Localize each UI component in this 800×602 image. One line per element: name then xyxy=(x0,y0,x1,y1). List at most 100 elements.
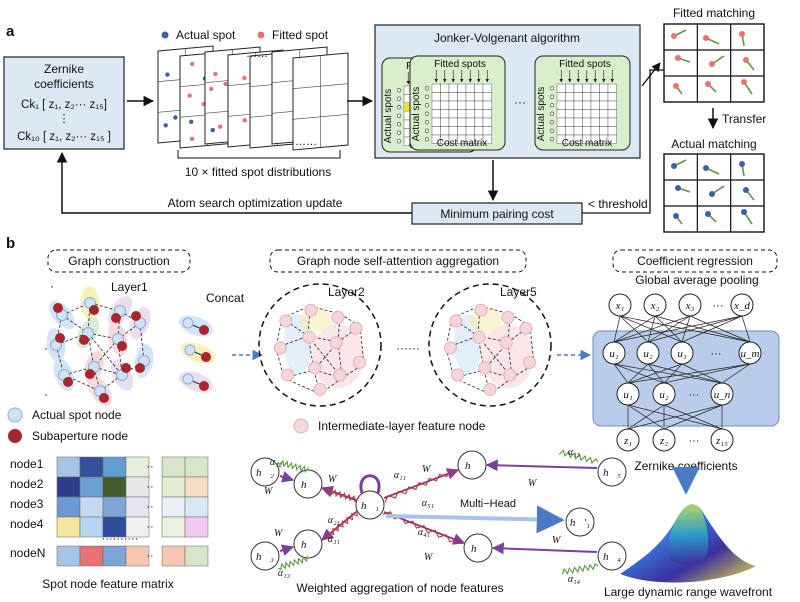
subaperture-node xyxy=(85,369,95,379)
alpha-21: α₂₁ xyxy=(328,515,340,526)
row-node xyxy=(549,103,555,108)
hidden2-node xyxy=(616,382,640,406)
cost-cell xyxy=(599,126,609,136)
transfer-label: Transfer xyxy=(722,112,766,126)
row-node xyxy=(396,113,402,118)
cost-cell xyxy=(482,83,492,93)
actual-spot-node xyxy=(184,344,196,356)
match-spot xyxy=(673,213,679,219)
wavefront-surface xyxy=(620,504,756,583)
zernike-box xyxy=(3,56,125,150)
spot xyxy=(223,81,228,87)
sheet-grid-line xyxy=(292,114,349,120)
match-spot xyxy=(675,55,681,61)
legend-actual-node xyxy=(7,407,23,423)
cost-cell xyxy=(448,92,458,102)
cost-cell xyxy=(590,117,600,127)
cost-cell xyxy=(573,92,583,102)
legend-inter-node xyxy=(293,418,309,434)
matrix-dots: ·· xyxy=(146,501,153,513)
intermediate-node xyxy=(273,341,287,355)
subaperture-node xyxy=(79,335,89,345)
matrix-caption: Spot node feature matrix xyxy=(42,577,173,591)
alpha-12: α₁₂ xyxy=(270,457,283,468)
node4-label: node4 xyxy=(10,517,44,531)
multihead-label: Multi−Head xyxy=(460,498,516,510)
legend-fitted-label: Fitted spot xyxy=(272,28,329,42)
mlp-edge xyxy=(627,404,665,430)
mlp-edge xyxy=(613,315,621,343)
row-node xyxy=(549,111,555,116)
nodeN-label: nodeN xyxy=(10,546,45,560)
zernike-title-1: Zernike xyxy=(44,62,84,76)
matrix-cell xyxy=(79,496,104,518)
cost-cell xyxy=(457,83,467,93)
mlp-edge xyxy=(613,363,665,384)
mlp-edge xyxy=(647,363,723,384)
intermediate-node xyxy=(478,361,492,375)
edge-w-h2 xyxy=(320,485,357,501)
node-h-2 xyxy=(293,469,323,499)
fitted-matching-grid xyxy=(663,23,765,103)
update-label: Atom search optimization update xyxy=(168,196,343,210)
fitted-spots-label: Fitted spots xyxy=(434,59,486,70)
cost-cell xyxy=(556,117,566,127)
mlp-edge xyxy=(627,363,683,384)
cost-cell xyxy=(599,83,609,93)
weight-label: W⃗ xyxy=(424,552,440,563)
row-node xyxy=(424,103,430,108)
cost-cell xyxy=(482,100,492,110)
alpha-15: α₁₅ xyxy=(568,447,581,458)
intermediate-node xyxy=(331,310,345,324)
legend-actual-label: Actual spot xyxy=(176,28,236,42)
row-node xyxy=(424,128,430,133)
cost-cell xyxy=(607,100,617,110)
matrix-vdots: ·········· xyxy=(102,533,139,545)
cost-cell xyxy=(573,109,583,119)
mlp-edge xyxy=(689,315,751,343)
spot-distribution-stack xyxy=(157,45,349,151)
hidden1-node xyxy=(636,341,660,365)
hidden2-node xyxy=(710,382,734,406)
cost-cell xyxy=(440,83,450,93)
layer5-label: Layer5 xyxy=(500,285,537,299)
cost-cell xyxy=(465,83,475,93)
cost-cell xyxy=(607,109,617,119)
subaperture-node xyxy=(53,303,63,313)
concat-pairs xyxy=(178,315,216,393)
jv-ellipsis: ··· xyxy=(514,95,526,109)
spot xyxy=(190,61,195,67)
matrix-cell xyxy=(79,456,104,478)
attention-diagram: h⃗₁h⃗₂h⃗h⃗₃h⃗h⃗h⃗₅h⃗h⃗₄h⃗′₁α₁₂α₂₁α₁₁α₁₅α… xyxy=(250,447,627,585)
row-node xyxy=(396,96,402,101)
mlp-edge xyxy=(627,363,751,384)
cost-cell xyxy=(457,100,467,110)
matrix-dots: ·· xyxy=(146,521,153,533)
weight-label: W⃗ xyxy=(264,486,280,497)
cost-cell xyxy=(599,100,609,110)
input-node-label: x_d xyxy=(733,300,750,312)
cost-cell xyxy=(582,100,592,110)
cost-cell xyxy=(457,92,467,102)
intermediate-node xyxy=(333,368,347,382)
matrix-cell xyxy=(184,516,209,538)
cost-cell xyxy=(556,83,566,93)
cost-cell xyxy=(465,109,475,119)
actual-spot-node xyxy=(182,317,194,329)
cost-cell xyxy=(607,92,617,102)
cost-cell xyxy=(465,117,475,127)
hidden2-node-label: u_n xyxy=(714,389,731,401)
graph-layer1: ··· xyxy=(44,279,154,407)
edge-w-5 xyxy=(485,459,598,472)
cost-cell xyxy=(573,83,583,93)
cost-cell xyxy=(482,109,492,119)
mlp-edge xyxy=(619,315,751,343)
cost-cell xyxy=(465,100,475,110)
input-node-label: x₃ xyxy=(685,300,695,312)
mlp-edge xyxy=(654,315,751,343)
input-node-label: x₁ xyxy=(615,300,625,312)
cost-cell xyxy=(607,83,617,93)
subaperture-node xyxy=(117,341,127,351)
match-spot xyxy=(703,165,709,171)
